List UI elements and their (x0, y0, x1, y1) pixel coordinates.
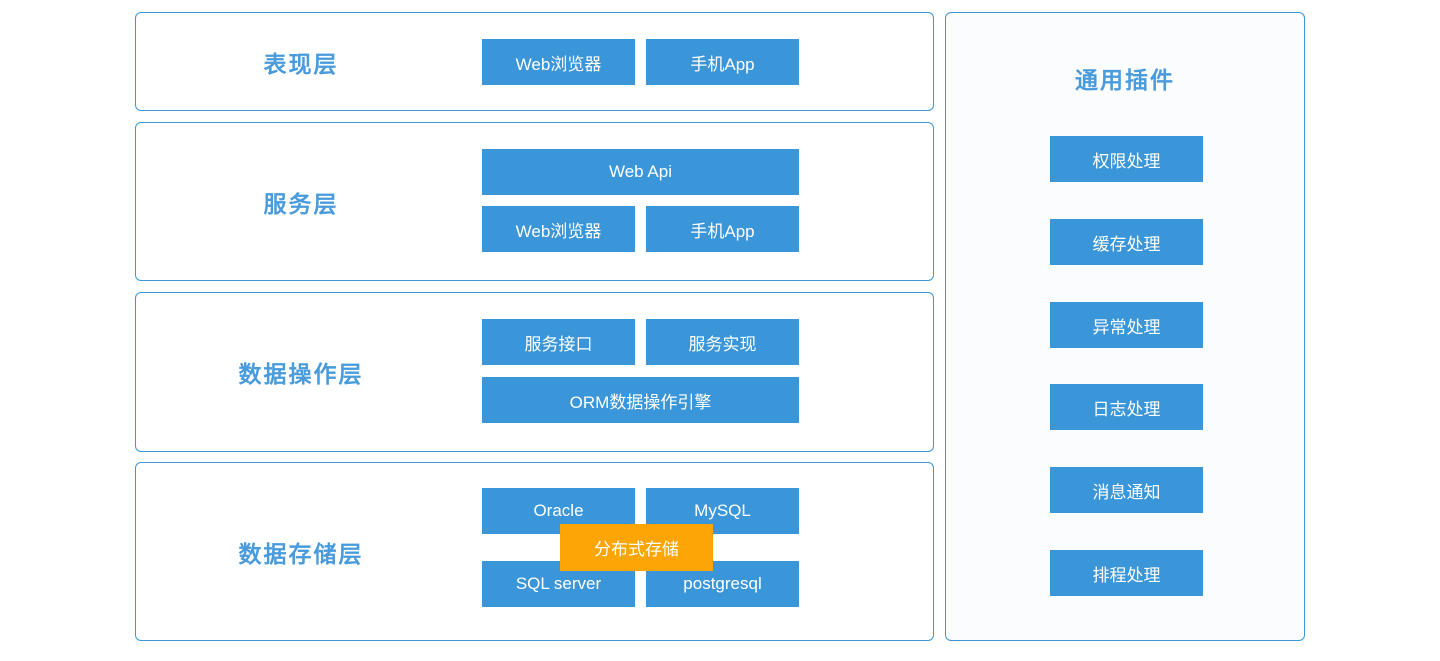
plugin-message-notification: 消息通知 (1050, 467, 1203, 513)
layer-box-data-storage: 数据存储层 Oracle MySQL SQL server postgresql… (135, 462, 934, 641)
node-service-implementation: 服务实现 (646, 319, 799, 365)
node-mobile-app: 手机App (646, 39, 799, 85)
plugin-permission-handling: 权限处理 (1050, 136, 1203, 182)
node-oracle: Oracle (482, 488, 635, 534)
layer-box-presentation: 表现层 Web浏览器 手机App (135, 12, 934, 111)
node-distributed-storage: 分布式存储 (560, 524, 713, 571)
node-orm-engine: ORM数据操作引擎 (482, 377, 799, 423)
plugin-log-handling: 日志处理 (1050, 384, 1203, 430)
node-sql-server: SQL server (482, 561, 635, 607)
layer-title: 服务层 (263, 190, 339, 217)
node-mobile-app: 手机App (646, 206, 799, 252)
plugin-schedule-handling: 排程处理 (1050, 550, 1203, 596)
plugin-exception-handling: 异常处理 (1050, 302, 1203, 348)
plugins-panel-title: 通用插件 (1075, 67, 1175, 93)
layer-title: 表现层 (263, 50, 339, 77)
node-postgresql: postgresql (646, 561, 799, 607)
node-service-interface: 服务接口 (482, 319, 635, 365)
layer-box-service: 服务层 Web Api Web浏览器 手机App (135, 122, 934, 281)
plugins-panel: 通用插件 权限处理 缓存处理 异常处理 日志处理 消息通知 排程处理 (945, 12, 1305, 641)
layer-title: 数据存储层 (238, 540, 364, 567)
node-web-api: Web Api (482, 149, 799, 195)
node-web-browser: Web浏览器 (482, 206, 635, 252)
plugin-cache-handling: 缓存处理 (1050, 219, 1203, 265)
layer-title: 数据操作层 (238, 361, 364, 387)
node-web-browser: Web浏览器 (482, 39, 635, 85)
layer-box-data-operation: 数据操作层 服务接口 服务实现 ORM数据操作引擎 (135, 292, 934, 452)
